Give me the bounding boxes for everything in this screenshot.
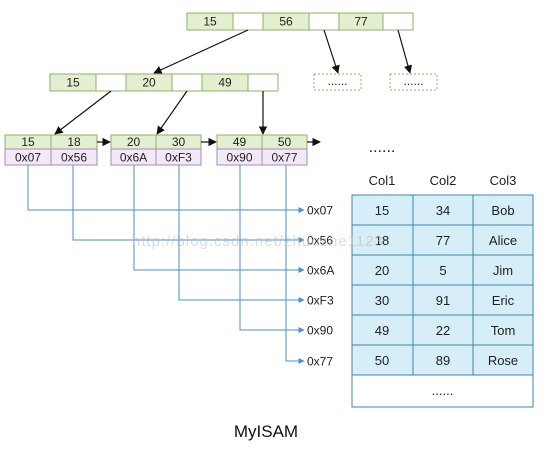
root-node: 15 56 77 (186, 12, 414, 31)
leaf-pointer-cell (261, 148, 308, 166)
root-pointer-cell (382, 12, 414, 31)
address-label: 0x07 (307, 204, 333, 218)
root-key: 15 (203, 15, 217, 29)
placeholder-node: ...... (389, 73, 438, 91)
table-cell: Eric (492, 293, 515, 308)
table-row: 15 34 Bob (375, 203, 515, 218)
table-row: 30 91 Eric (375, 293, 515, 308)
table-header: Col1 Col2 Col3 (369, 173, 517, 188)
leaf-key: 30 (172, 135, 186, 149)
address-label: 0x90 (307, 324, 333, 338)
root-pointer-cell (232, 12, 264, 31)
leaf-pointer-cell (50, 148, 98, 166)
table-cell: 22 (436, 323, 450, 338)
leaf-node: 49 50 0x90 0x77 (216, 134, 308, 166)
placeholder-box (313, 73, 362, 91)
root-arrows (153, 29, 413, 74)
table-footer-row (351, 374, 534, 408)
table-row: 18 77 Alice (375, 233, 517, 248)
pointer-link (133, 165, 305, 273)
table-cell: 5 (439, 263, 446, 278)
level2-pointer-cell (247, 73, 279, 92)
leaf-node: 15 18 0x07 0x56 (4, 134, 98, 166)
level2-key: 49 (218, 76, 232, 90)
arrow-level2-to-leaf (156, 90, 188, 135)
column-header: Col3 (490, 173, 517, 188)
placeholder-node: ...... (313, 73, 362, 91)
pointer-link (72, 165, 305, 243)
pointer-link (27, 165, 305, 213)
level2-key: 15 (66, 76, 80, 90)
table-cell: 77 (436, 233, 450, 248)
address-label: 0x6A (307, 264, 334, 278)
placeholder-ellipsis: ...... (403, 74, 423, 88)
leaf-key: 20 (127, 135, 141, 149)
table-row: 49 22 Tom (375, 323, 516, 338)
pointer-link (178, 165, 305, 303)
leaf-pointer: 0x56 (61, 151, 87, 165)
address-label: 0xF3 (307, 294, 334, 308)
table-row: 20 5 Jim (375, 263, 513, 278)
table-row: 50 89 Rose (375, 353, 518, 368)
pointer-link (239, 165, 305, 333)
table-cell: Rose (488, 353, 518, 368)
leaf-key: 49 (233, 135, 247, 149)
pointer-links (27, 165, 305, 364)
level2-node: 15 20 49 (49, 73, 279, 92)
table-cell: 49 (375, 323, 389, 338)
root-pointer-cell (308, 12, 340, 31)
arrow-root-to-placeholder (397, 29, 413, 74)
table-cell: Alice (489, 233, 517, 248)
table-cell: 20 (375, 263, 389, 278)
diagram-title: MyISAM (234, 422, 298, 441)
arrow-root-to-placeholder (323, 29, 340, 74)
table-footer-ellipsis: ...... (432, 383, 454, 398)
table-cell: Jim (493, 263, 513, 278)
table-cell: 50 (375, 353, 389, 368)
address-labels: 0x07 0x56 0x6A 0xF3 0x90 0x77 (307, 204, 334, 369)
table-cell: Bob (491, 203, 514, 218)
placeholder-box (389, 73, 438, 91)
more-leaves-ellipsis: ...... (369, 139, 396, 156)
table-cell: 91 (436, 293, 450, 308)
arrow-level2-to-leaf (54, 90, 112, 135)
leaf-key: 18 (67, 135, 81, 149)
root-key: 77 (354, 15, 368, 29)
table-cell: 18 (375, 233, 389, 248)
address-label: 0x77 (307, 355, 333, 369)
placeholder-ellipsis: ...... (327, 74, 347, 88)
table-cell: 89 (436, 353, 450, 368)
pointer-link (285, 165, 305, 364)
leaf-pointer: 0xF3 (165, 151, 192, 165)
leaf-key: 15 (21, 135, 35, 149)
arrow-root-to-level2 (153, 29, 249, 74)
column-header: Col1 (369, 173, 396, 188)
root-key: 56 (279, 15, 293, 29)
level2-key: 20 (142, 76, 156, 90)
address-label: 0x56 (307, 234, 333, 248)
column-header: Col2 (430, 173, 457, 188)
leaf-key: 50 (278, 135, 292, 149)
level2-arrows (54, 90, 268, 135)
table-cell: 30 (375, 293, 389, 308)
leaf-pointer: 0x6A (120, 151, 147, 165)
table-cell: 15 (375, 203, 389, 218)
watermark-text: http://blog.csdn.net/zhuozhe1123 (132, 233, 384, 250)
leaf-pointer: 0x77 (271, 151, 297, 165)
table-cell: 34 (436, 203, 450, 218)
table-cell: Tom (491, 323, 516, 338)
level2-pointer-cell (95, 73, 127, 92)
leaf-pointer: 0x90 (226, 151, 252, 165)
leaf-pointer: 0x07 (15, 151, 41, 165)
data-table: 15 34 Bob 18 77 Alice 20 5 Jim 30 91 Eri… (351, 194, 534, 408)
leaf-node: 20 30 0x6A 0xF3 (110, 134, 202, 166)
level2-pointer-cell (171, 73, 203, 92)
